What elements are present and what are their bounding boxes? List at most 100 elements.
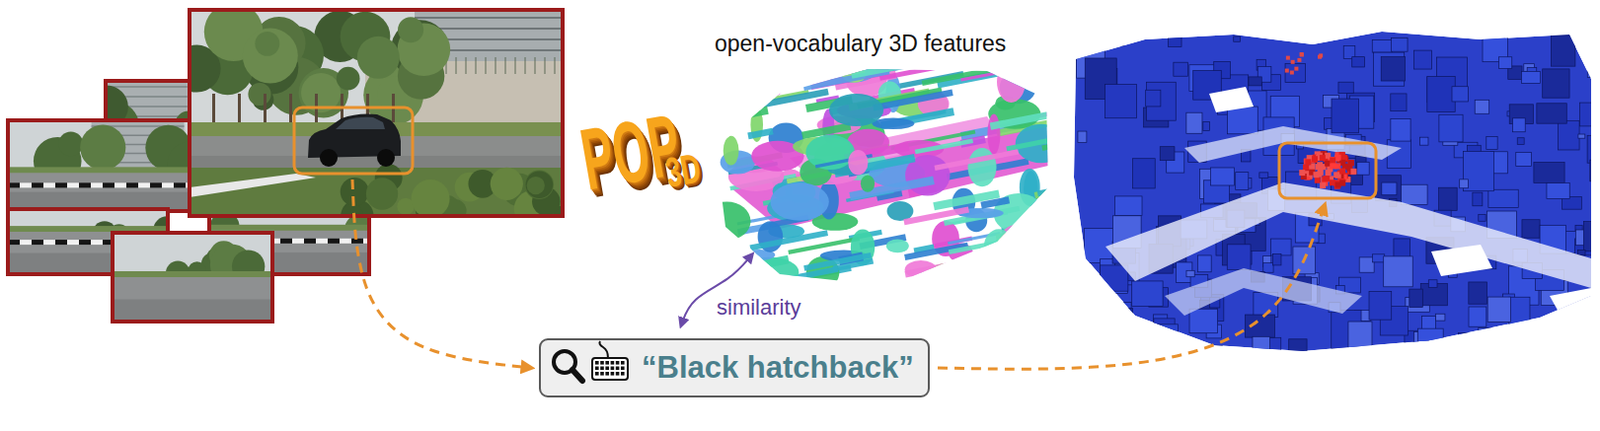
voxel: [1427, 76, 1455, 112]
voxel: [1459, 179, 1469, 189]
voxel: [1498, 341, 1513, 359]
car-wheel: [319, 149, 338, 167]
feature-blob: [984, 228, 1015, 266]
keyboard-key: [605, 361, 610, 366]
target-voxel: [1329, 156, 1336, 163]
voxel: [1108, 303, 1132, 318]
target-voxel: [1347, 159, 1354, 166]
kerb-stripe: [280, 238, 293, 244]
similar-voxel: [1299, 53, 1304, 58]
search-icons: [540, 340, 636, 396]
shrub: [411, 179, 451, 217]
keyboard-key: [610, 372, 615, 377]
target-voxel: [1319, 182, 1326, 189]
gap: [1209, 86, 1254, 113]
voxel: [1468, 306, 1487, 327]
kerb-stripe: [102, 182, 115, 188]
gap: [1431, 244, 1493, 277]
kerb-stripe: [55, 239, 68, 245]
kerb-stripe: [19, 182, 32, 188]
voxel: [1159, 147, 1175, 161]
target-voxel: [1321, 175, 1328, 182]
feature-streak: [934, 149, 1020, 171]
target-voxel: [1312, 171, 1319, 178]
voxel: [1439, 114, 1463, 143]
keyboard-key: [610, 361, 615, 366]
voxel: [1488, 189, 1519, 208]
fence-post: [495, 57, 497, 75]
voxel: [1289, 339, 1307, 359]
road-surface: [1164, 268, 1363, 316]
keyboard-key: [615, 367, 620, 372]
feature-streak: [947, 252, 1020, 276]
voxel: [1167, 35, 1182, 47]
voxel: [1357, 161, 1370, 175]
feature-blob: [769, 182, 829, 221]
similar-voxel: [1296, 58, 1301, 63]
voxel: [1331, 98, 1360, 134]
target-voxel: [1329, 156, 1336, 163]
kerb-stripe: [292, 238, 305, 244]
target-voxel: [1311, 155, 1318, 162]
feature-streak: [987, 267, 1042, 286]
voxel: [1105, 83, 1138, 118]
tree: [58, 131, 83, 156]
gap: [1549, 288, 1592, 316]
feature-streak: [850, 55, 936, 79]
keyboard-key: [620, 367, 625, 372]
target-voxel: [1328, 162, 1335, 169]
similar-voxel: [1285, 69, 1290, 74]
keyboard-key: [620, 361, 625, 366]
feature-blob: [994, 250, 1032, 282]
voxel: [1252, 336, 1271, 353]
feature-streak: [1037, 184, 1073, 198]
voxel: [1189, 308, 1219, 333]
voxel-scene: [1073, 29, 1600, 385]
feature-blob: [740, 257, 799, 288]
keyboard-key: [605, 367, 610, 372]
kerb-stripe: [114, 182, 127, 188]
target-voxel: [1339, 180, 1346, 187]
voxel: [1578, 134, 1586, 139]
target-voxel: [1302, 164, 1309, 171]
similar-voxel: [1290, 71, 1295, 76]
voxel: [1468, 282, 1488, 305]
voxel: [1579, 102, 1600, 127]
voxel: [1271, 238, 1293, 256]
voxel: [1414, 50, 1433, 70]
feature-streak: [872, 89, 954, 112]
voxel: [1235, 172, 1249, 191]
voxel-grid: [1073, 29, 1600, 385]
fence-post: [554, 57, 556, 75]
target-voxel: [1334, 162, 1341, 169]
voxel: [1568, 323, 1577, 332]
target-voxel: [1348, 159, 1355, 166]
feature-blob: [702, 202, 751, 241]
voxel: [1550, 35, 1576, 67]
voxel: [1417, 328, 1444, 346]
target-voxel: [1310, 156, 1317, 163]
voxel: [1478, 328, 1509, 368]
fence-post: [534, 57, 536, 75]
tree: [357, 36, 400, 79]
voxel: [1458, 332, 1480, 349]
voxel: [1464, 353, 1491, 377]
voxel: [1203, 121, 1211, 131]
similar-voxel: [1286, 56, 1291, 61]
voxel: [1375, 175, 1402, 202]
feature-streak: [1020, 243, 1062, 255]
voxel: [1372, 254, 1385, 263]
keyboard-key: [610, 367, 615, 372]
keyboard-key: [615, 372, 620, 377]
voxel: [1214, 345, 1222, 352]
voxel: [1110, 29, 1125, 46]
target-voxel: [1298, 169, 1305, 176]
keyboard-key: [595, 372, 600, 377]
camera-frame: [189, 9, 563, 217]
voxel: [1509, 297, 1530, 325]
voxel: [1077, 131, 1087, 144]
target-voxel: [1325, 169, 1332, 176]
voxel: [1132, 281, 1163, 306]
kerb-stripe: [90, 182, 103, 188]
road: [7, 172, 194, 212]
